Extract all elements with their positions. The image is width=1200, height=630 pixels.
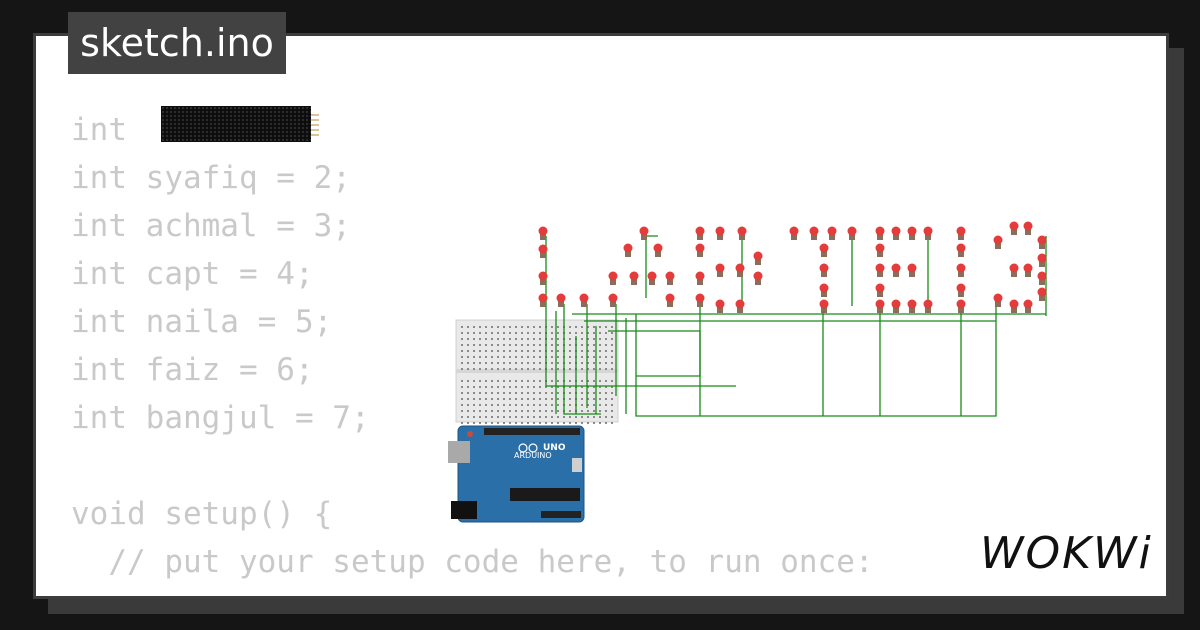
led	[819, 263, 829, 277]
led	[809, 226, 819, 240]
led	[538, 226, 548, 240]
led	[789, 226, 799, 240]
led	[907, 299, 917, 313]
code-line: int	[71, 112, 146, 148]
code-line: pinMode(syafiq, OUTPUT);	[71, 586, 874, 596]
led	[993, 293, 1003, 307]
led	[608, 293, 618, 307]
file-tab[interactable]: sketch.ino	[68, 12, 286, 74]
led	[956, 243, 966, 257]
led	[827, 226, 837, 240]
led	[623, 243, 633, 257]
led	[639, 226, 649, 240]
led	[629, 271, 639, 285]
circuit-diagram: ARDUINO UNO	[448, 221, 1047, 523]
led	[956, 226, 966, 240]
led	[923, 226, 933, 240]
led	[923, 299, 933, 313]
led-matrix	[538, 221, 1047, 313]
led	[907, 226, 917, 240]
led	[1009, 221, 1019, 235]
led	[556, 293, 566, 307]
led	[715, 226, 725, 240]
led	[715, 299, 725, 313]
led	[1037, 253, 1047, 267]
led	[665, 293, 675, 307]
wokwi-logo: WOKWi	[980, 528, 1153, 579]
led	[956, 283, 966, 297]
redacted-variable	[161, 106, 311, 142]
led	[735, 263, 745, 277]
preview-card: int int syafiq = 2; int achmal = 3; int ca…	[33, 33, 1169, 599]
led	[993, 235, 1003, 249]
code-editor[interactable]: int int syafiq = 2; int achmal = 3; int ca…	[71, 106, 874, 596]
led	[753, 271, 763, 285]
led	[1023, 263, 1033, 277]
led	[579, 293, 589, 307]
led	[875, 299, 885, 313]
led	[956, 299, 966, 313]
led	[847, 226, 857, 240]
led	[1037, 271, 1047, 285]
led	[1009, 299, 1019, 313]
code-line: int faiz = 6;	[71, 352, 314, 388]
led	[875, 243, 885, 257]
led	[695, 293, 705, 307]
led	[875, 283, 885, 297]
led	[665, 271, 675, 285]
led	[875, 263, 885, 277]
led	[538, 244, 548, 258]
led	[647, 271, 657, 285]
led	[891, 226, 901, 240]
led	[695, 243, 705, 257]
led	[715, 263, 725, 277]
led	[1009, 263, 1019, 277]
led	[956, 263, 966, 277]
led	[695, 271, 705, 285]
led	[538, 293, 548, 307]
led	[538, 271, 548, 285]
led	[695, 226, 705, 240]
led	[819, 283, 829, 297]
led	[1023, 221, 1033, 235]
led	[1023, 299, 1033, 313]
led	[737, 226, 747, 240]
led	[608, 271, 618, 285]
led	[891, 263, 901, 277]
led	[653, 243, 663, 257]
board-brand-label: ARDUINO	[514, 451, 552, 460]
code-line: int achmal = 3;	[71, 208, 351, 244]
led	[1037, 287, 1047, 301]
led	[907, 263, 917, 277]
board-model-label: UNO	[543, 443, 566, 453]
code-line: int syafiq = 2;	[71, 160, 351, 196]
led	[819, 299, 829, 313]
led	[819, 243, 829, 257]
led	[1037, 235, 1047, 249]
code-line: int bangjul = 7;	[71, 400, 370, 436]
breadboard[interactable]	[455, 319, 619, 424]
led	[891, 299, 901, 313]
redacted-variable-edge	[311, 114, 319, 136]
code-line: int capt = 4;	[71, 256, 314, 292]
wires	[545, 235, 1047, 417]
led	[753, 251, 763, 265]
code-line: // put your setup code here, to run once…	[71, 544, 874, 580]
code-line: int naila = 5;	[71, 304, 333, 340]
code-line: void setup() {	[71, 496, 333, 532]
arduino-uno-board[interactable]: ARDUINO UNO	[448, 425, 585, 523]
led	[875, 226, 885, 240]
led	[735, 299, 745, 313]
